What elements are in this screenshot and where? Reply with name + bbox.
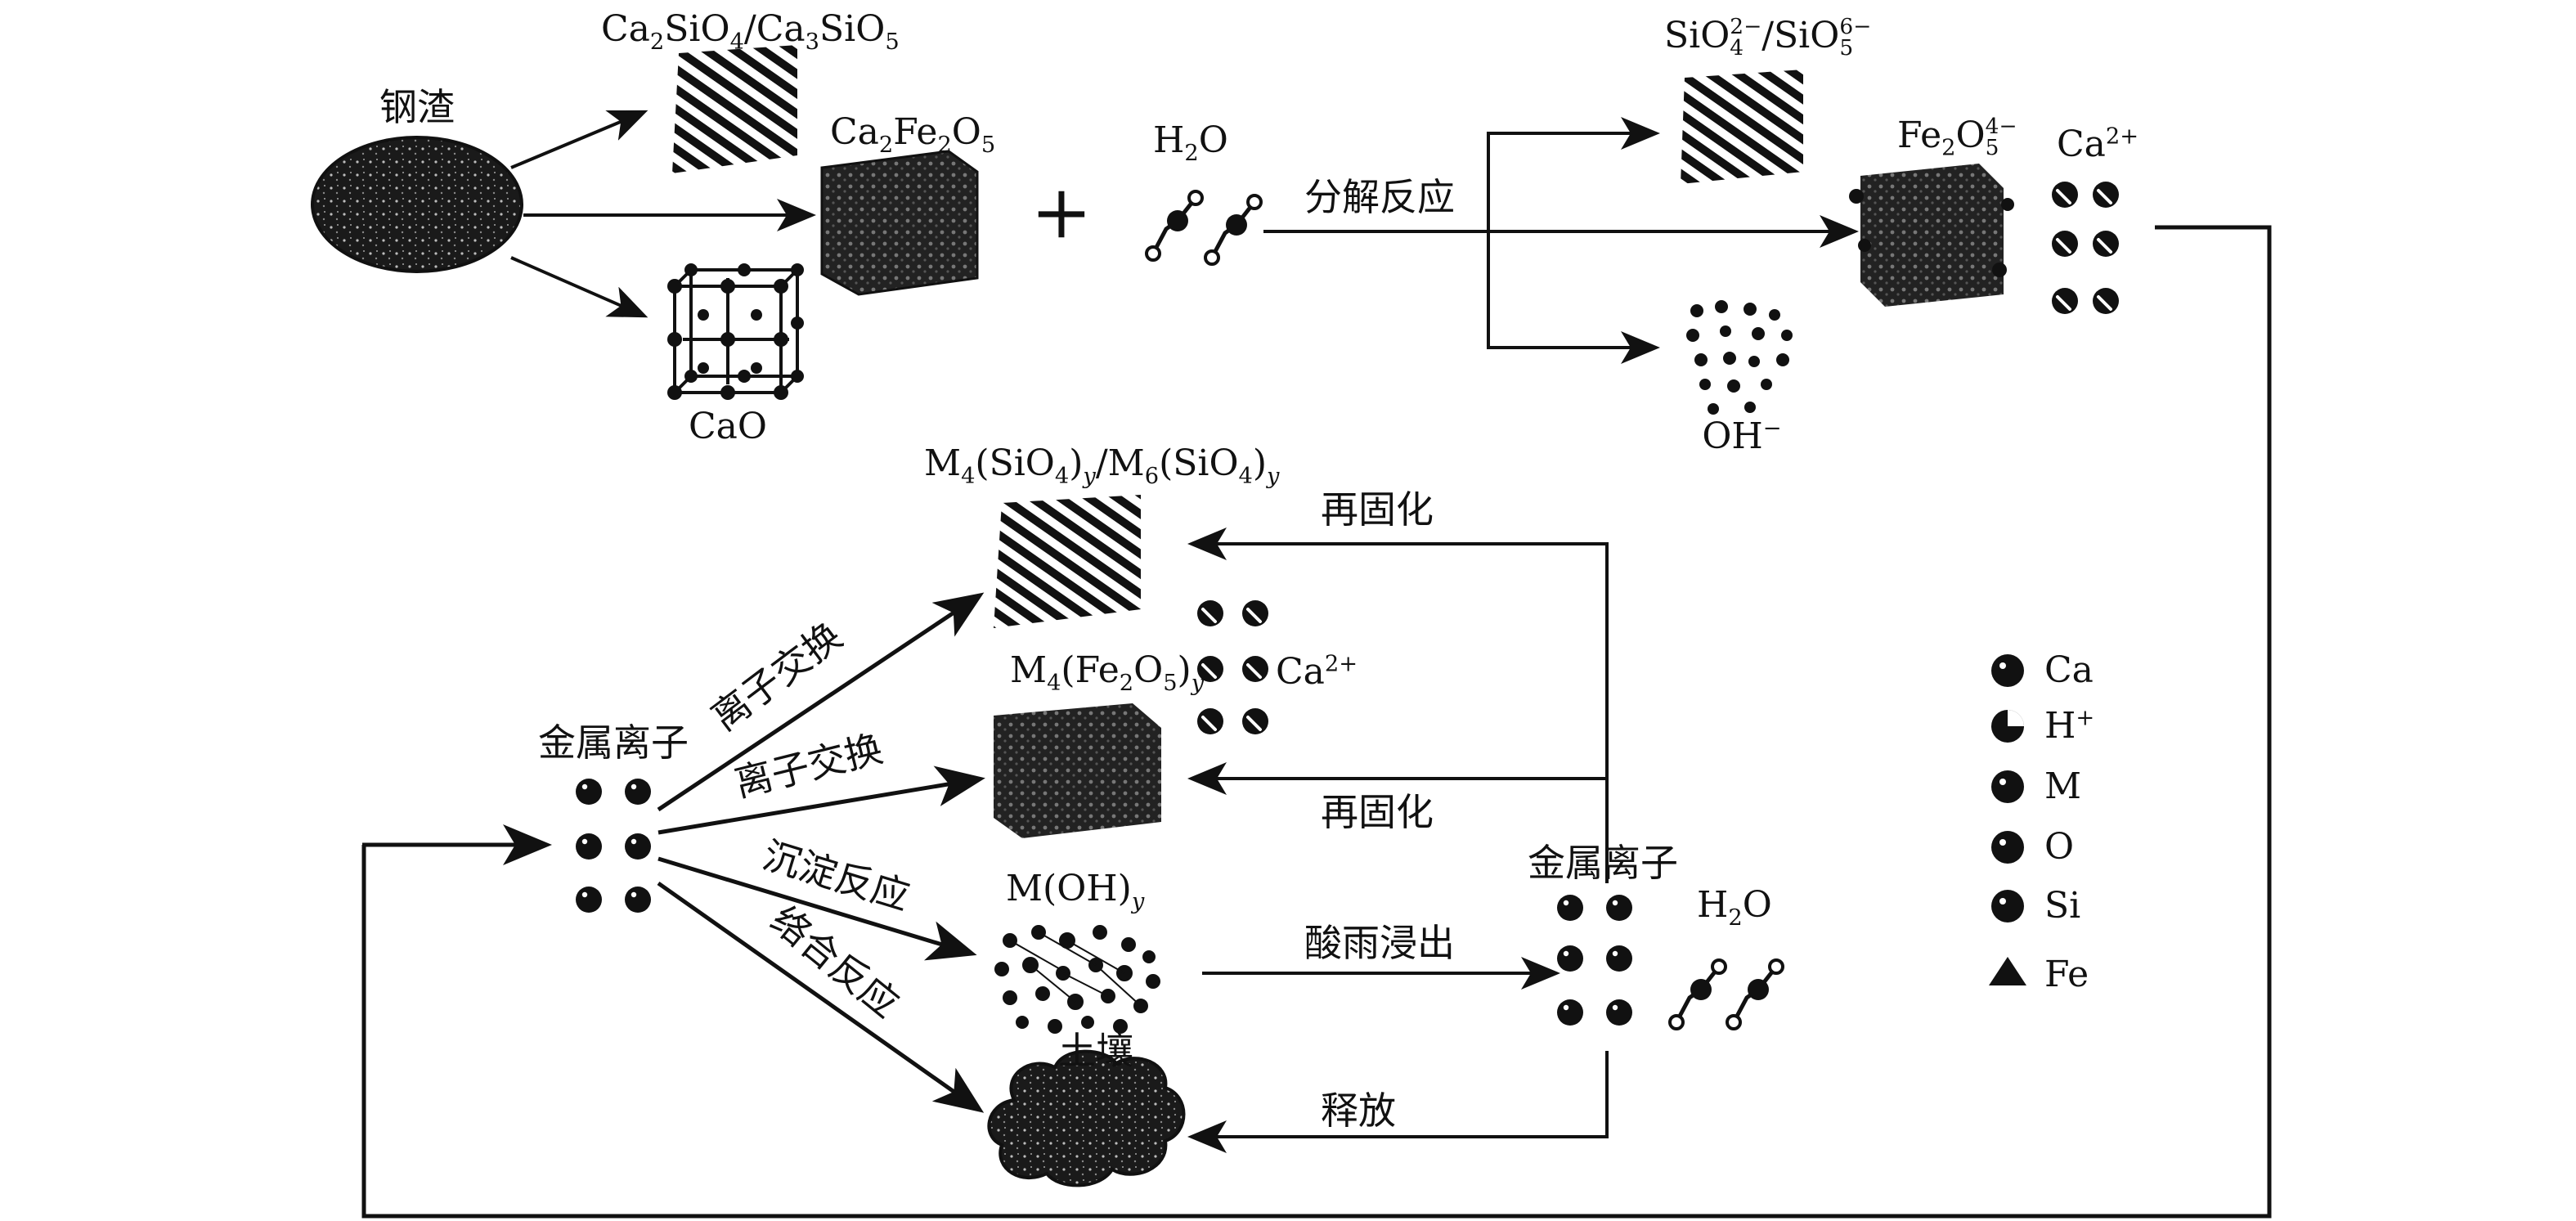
legend-label-si: Si — [2044, 885, 2081, 927]
h-ion-icon — [1991, 710, 2024, 743]
arrow-ion-exchange-1 — [657, 592, 985, 812]
cao-label: CaO — [689, 406, 767, 447]
plus-sign: + — [1030, 169, 1093, 255]
metal-ferrite-label: M4(Fe2O5)y — [1010, 649, 1205, 696]
metal-hydroxide-cluster — [994, 925, 1160, 1034]
ferrite-anion-block — [1849, 164, 2014, 307]
metal-ions-label-left: 金属离子 — [538, 720, 689, 765]
cycle-loop-line — [361, 225, 2272, 1219]
m-atom-icon — [1991, 770, 2024, 803]
hydroxide-label: OH− — [1702, 415, 1782, 457]
ca-atom-icon — [1991, 654, 2024, 687]
arrow-slag-to-cao — [510, 256, 648, 318]
calcium-ion-label-top: Ca2+ — [2057, 123, 2139, 165]
release-line — [1187, 1051, 1609, 1153]
resolidify-label-top: 再固化 — [1321, 487, 1434, 532]
legend — [1989, 654, 2026, 985]
slag-ellipse — [311, 136, 523, 273]
arrow-precipitation — [657, 856, 977, 961]
silicate-crystal — [672, 45, 797, 173]
ferrite-crystal — [820, 150, 979, 296]
legend-label-h: H+ — [2044, 705, 2095, 747]
ca-ion-grid — [2050, 180, 2120, 316]
water-molecule-icon — [1147, 191, 1202, 260]
calcium-ion-label-middle: Ca2+ — [1276, 651, 1358, 693]
legend-label-ca: Ca — [2044, 649, 2094, 691]
arrow-slag-to-silicate — [510, 110, 648, 169]
metal-silicate-block — [994, 495, 1141, 628]
legend-label-o: O — [2044, 826, 2075, 868]
legend-label-fe: Fe — [2044, 954, 2089, 995]
decomposition-label: 分解反应 — [1304, 175, 1455, 219]
metal-ions-label-right: 金属离子 — [1528, 841, 1678, 885]
metal-silicate-label: M4(SiO4)y/M6(SiO4)y — [924, 442, 1280, 489]
metal-ion-grid-right — [1557, 895, 1632, 1026]
water-molecule-icon — [1205, 195, 1261, 264]
fe-atom-icon — [1989, 957, 2026, 985]
release-label: 释放 — [1321, 1089, 1396, 1133]
silicate-anion-block — [1681, 70, 1803, 184]
soil-label: 土壤 — [1058, 1029, 1133, 1073]
slag-label: 钢渣 — [379, 85, 455, 129]
cao-atoms — [667, 263, 804, 400]
soil-cloud — [987, 1049, 1186, 1187]
water-label-bottom: H2O — [1697, 884, 1772, 931]
metal-hydroxide-label: M(OH)y — [1006, 868, 1145, 914]
o-atom-icon — [1991, 831, 2024, 864]
ferrite-label: Ca2Fe2O5 — [830, 111, 996, 158]
legend-label-m: M — [2044, 765, 2082, 807]
acid-rain-leaching-label: 酸雨浸出 — [1304, 921, 1455, 965]
water-molecule-icon — [1727, 960, 1783, 1029]
resolidify-label-bottom: 再固化 — [1321, 790, 1434, 834]
metal-ion-grid-left — [576, 779, 651, 913]
water-molecule-icon — [1670, 960, 1726, 1029]
si-atom-icon — [1991, 890, 2024, 922]
arrow-ion-exchange-2 — [657, 765, 985, 835]
arrow-complexation — [657, 881, 985, 1113]
water-label-top: H2O — [1153, 119, 1228, 166]
resolidify-line-1 — [1187, 527, 1609, 883]
metal-ferrite-block — [994, 703, 1161, 838]
hydroxide-cluster — [1686, 300, 1793, 415]
silicate-label: Ca2SiO4/Ca3SiO5 — [601, 8, 900, 55]
ca-ion-grid-middle — [1196, 599, 1270, 736]
